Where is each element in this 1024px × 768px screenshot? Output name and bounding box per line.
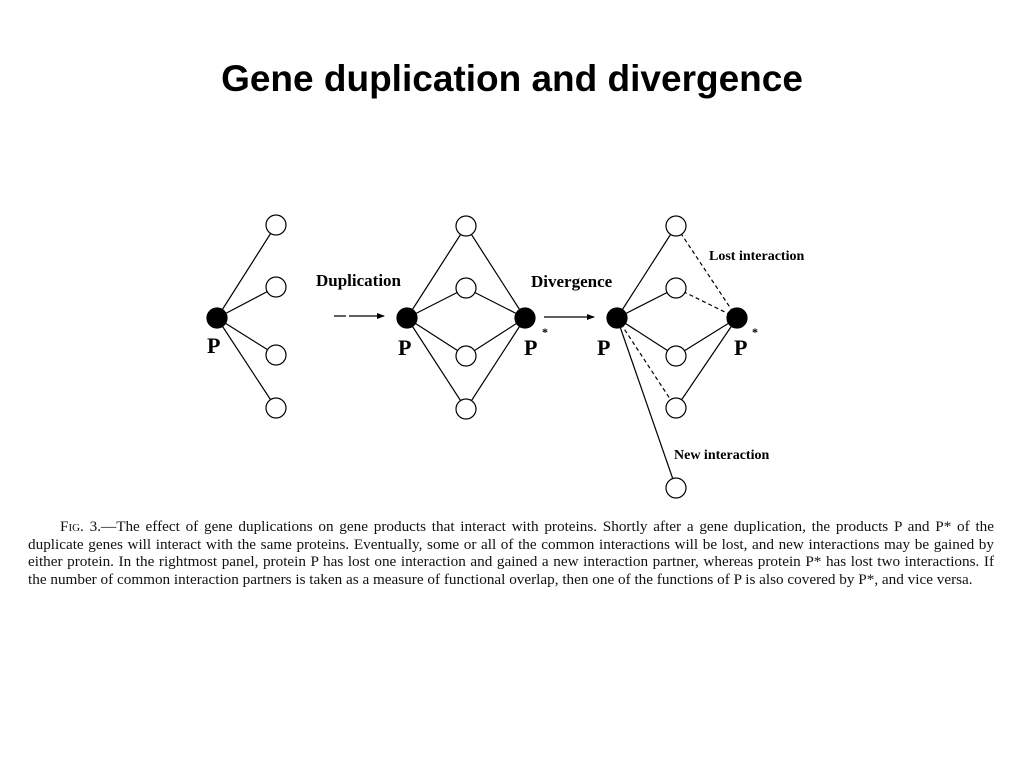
interaction-edge	[406, 317, 467, 410]
interaction-edge	[216, 317, 277, 356]
partner-protein-node	[665, 277, 687, 299]
lost-interaction-edge	[675, 287, 738, 319]
partner-protein-node	[455, 345, 477, 367]
partner-protein-node	[665, 397, 687, 419]
duplication-label: Duplication	[316, 271, 402, 290]
partner-protein-node	[665, 345, 687, 367]
new-interaction-edge	[616, 317, 677, 489]
protein-p-star-node	[726, 307, 748, 329]
protein-p-node	[396, 307, 418, 329]
panel-diverged	[606, 215, 748, 499]
interaction-edge	[675, 317, 738, 409]
star-superscript: *	[542, 325, 548, 339]
interaction-edge	[465, 225, 526, 319]
slide-title: Gene duplication and divergence	[221, 58, 803, 99]
interaction-edge	[616, 287, 677, 319]
interaction-edge	[465, 317, 526, 410]
partner-protein-node	[265, 344, 287, 366]
new-partner-protein-node	[665, 477, 687, 499]
partner-protein-node	[455, 215, 477, 237]
panel-original	[206, 214, 287, 419]
protein-p-star-label: P	[734, 335, 747, 360]
partner-protein-node	[665, 215, 687, 237]
protein-p-star-node	[514, 307, 536, 329]
divergence-label: Divergence	[531, 272, 613, 291]
figure-caption: Fig. 3.—The effect of gene duplications …	[28, 518, 994, 588]
partner-protein-node	[265, 214, 287, 236]
lost-interaction-edge	[675, 225, 738, 319]
protein-p-label: P	[398, 335, 411, 360]
interaction-edge	[675, 317, 738, 357]
interaction-edge	[406, 317, 467, 357]
interaction-edge	[465, 287, 526, 319]
lost-interaction-label: Lost interaction	[709, 249, 804, 264]
interaction-edge	[406, 287, 467, 319]
figure-number: Fig. 3.	[60, 518, 101, 535]
partner-protein-node	[265, 276, 287, 298]
protein-p-star-label: P	[524, 335, 537, 360]
interaction-edge	[616, 225, 677, 319]
interaction-edge	[465, 317, 526, 357]
lost-interaction-edge	[616, 317, 677, 409]
caption-text: —The effect of gene duplications on gene…	[28, 518, 995, 588]
interaction-edge	[616, 317, 677, 357]
interaction-edge	[216, 224, 277, 319]
protein-p-label: P	[597, 335, 610, 360]
new-interaction-label: New interaction	[674, 448, 769, 463]
partner-protein-node	[455, 398, 477, 420]
protein-p-node	[206, 307, 228, 329]
interaction-edge	[216, 286, 277, 319]
partner-protein-node	[265, 397, 287, 419]
interaction-edge	[216, 317, 277, 409]
star-superscript: *	[752, 325, 758, 339]
interaction-edge	[406, 225, 467, 319]
protein-p-label: P	[207, 333, 220, 358]
partner-protein-node	[455, 277, 477, 299]
panel-duplicated	[396, 215, 536, 420]
protein-p-node	[606, 307, 628, 329]
